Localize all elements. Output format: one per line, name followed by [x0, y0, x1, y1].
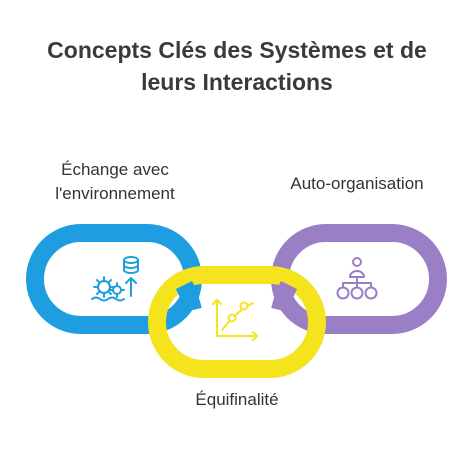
line-graph-icon — [212, 299, 258, 341]
gears-database-icon — [91, 256, 139, 302]
purple-overlap-segment — [271, 280, 298, 313]
label-echange-environnement: Échange avec l'environnement — [30, 158, 200, 206]
title-line-1: Concepts Clés des Systèmes et de — [47, 37, 427, 63]
title-line-2: leurs Interactions — [141, 69, 333, 95]
diagram-title: Concepts Clés des Systèmes et de leurs I… — [0, 34, 474, 98]
label-equifinalite: Équifinalité — [195, 390, 279, 409]
label-echange-line-1: Échange avec — [61, 160, 169, 179]
yellow-chain-link — [148, 266, 326, 378]
label-auto-organisation: Auto-organisation — [290, 174, 424, 193]
blue-overlap-segment — [175, 280, 202, 313]
label-echange-line-2: l'environnement — [55, 184, 175, 203]
hierarchy-icon — [336, 257, 378, 300]
